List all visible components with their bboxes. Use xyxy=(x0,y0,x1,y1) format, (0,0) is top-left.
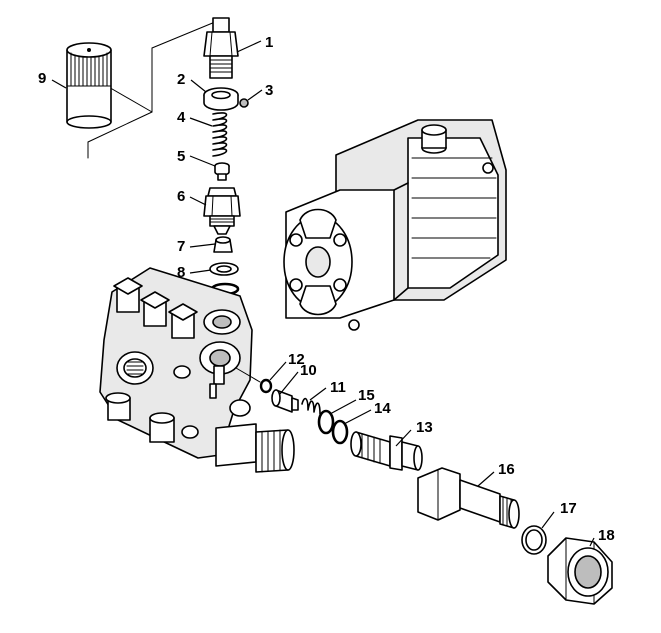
callout-4: 4 xyxy=(177,109,186,126)
callout-13: 13 xyxy=(416,419,433,436)
part-14-oring xyxy=(331,419,349,445)
callout-15: 15 xyxy=(358,387,375,404)
callout-8: 8 xyxy=(177,264,185,281)
pump-crankcase-housing xyxy=(283,119,507,331)
callout-7: 7 xyxy=(177,238,185,255)
callout-2: 2 xyxy=(177,71,185,88)
part-16-extension-pipe xyxy=(417,467,520,529)
callout-18: 18 xyxy=(598,527,615,544)
part-10-valve-stem xyxy=(271,389,299,413)
callout-10: 10 xyxy=(300,362,317,379)
part-12-small-oring xyxy=(259,378,273,394)
part-2-nut xyxy=(203,87,239,111)
part-11-small-spring xyxy=(301,397,321,415)
pump-manifold xyxy=(99,267,295,473)
part-13-fitting xyxy=(350,431,423,471)
part-3-small-ball xyxy=(239,98,249,108)
callout-16: 16 xyxy=(498,461,515,478)
part-1-valve-top xyxy=(203,17,239,79)
callout-3: 3 xyxy=(265,82,273,99)
callout-12: 12 xyxy=(288,351,305,368)
callout-9: 9 xyxy=(38,70,46,87)
part-15-oring xyxy=(317,409,335,435)
leader-lines xyxy=(51,40,595,547)
part-4-spring xyxy=(212,112,228,157)
callout-5: 5 xyxy=(177,148,185,165)
callout-17: 17 xyxy=(560,500,577,517)
part-18-hex-nut xyxy=(547,537,613,605)
callout-6: 6 xyxy=(177,188,185,205)
part-5-piston xyxy=(214,162,230,181)
part-8-oring xyxy=(209,262,240,296)
callout-1: 1 xyxy=(265,34,273,51)
part-9-knob-cap xyxy=(66,42,112,129)
part-17-washer xyxy=(521,525,547,555)
callout-11: 11 xyxy=(330,379,346,396)
callout-14: 14 xyxy=(374,400,391,417)
part-7-seat xyxy=(213,236,233,253)
part-6-valve-body xyxy=(203,187,241,235)
